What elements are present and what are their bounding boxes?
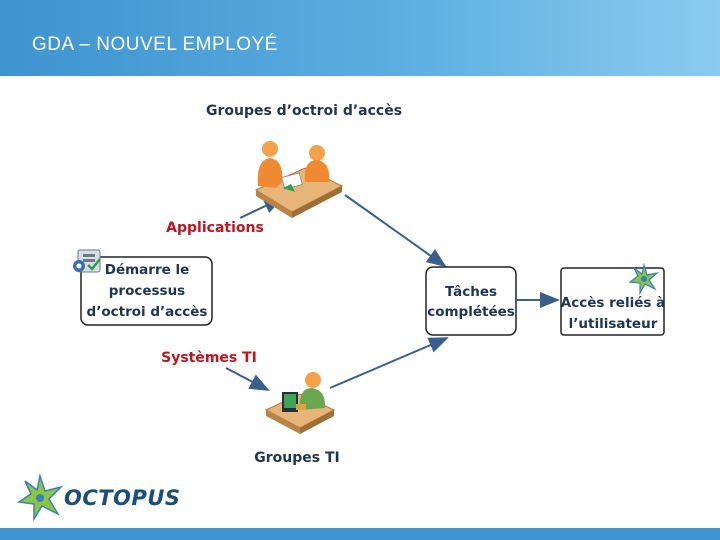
arrow-systemes-to-ti bbox=[226, 368, 268, 390]
it-worker-icon bbox=[266, 372, 334, 434]
arrow-ti-to-taches bbox=[330, 338, 447, 388]
label-demarre-line2: processus bbox=[109, 283, 185, 299]
octopus-logo-text: OCTOPUS bbox=[64, 486, 181, 510]
arrow-octroi-to-taches bbox=[345, 195, 445, 266]
label-taches-line2: complétées bbox=[427, 304, 515, 320]
label-groupes-ti: Groupes TI bbox=[254, 450, 339, 466]
octopus-logo-icon bbox=[19, 476, 61, 519]
label-groupes-octroi: Groupes d’octroi d’accès bbox=[206, 103, 402, 119]
box-taches bbox=[426, 267, 516, 335]
label-taches-line1: Tâches bbox=[445, 284, 497, 300]
label-acces-line2: l’utilisateur bbox=[569, 316, 658, 332]
label-systemes-ti: Systèmes TI bbox=[161, 350, 257, 366]
label-applications: Applications bbox=[166, 220, 264, 236]
label-demarre-line1: Démarre le bbox=[105, 262, 190, 278]
footer-bar bbox=[0, 528, 720, 540]
label-demarre-line3: d’octroi d’accès bbox=[87, 304, 208, 320]
meeting-people-icon bbox=[256, 141, 342, 218]
applications-icon bbox=[73, 250, 100, 272]
label-acces-line1: Accès reliés à bbox=[561, 295, 665, 311]
